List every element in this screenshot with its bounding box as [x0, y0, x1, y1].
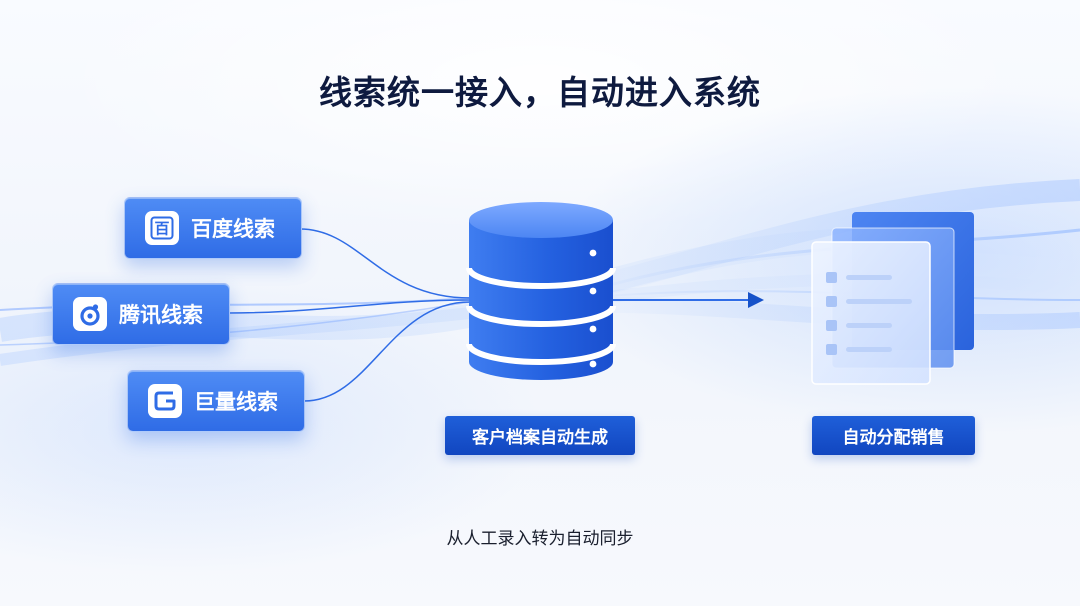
- connector-juliang: [303, 301, 471, 402]
- connector-tencent: [227, 299, 471, 314]
- source-card-juliang: 巨量线索: [127, 370, 305, 432]
- source-card-baidu: 百 百度线索: [124, 197, 302, 259]
- caption-text: 从人工录入转为自动同步: [446, 529, 634, 549]
- customer-profile-label: 客户档案自动生成: [445, 416, 635, 455]
- source-label-baidu: 百度线索: [191, 217, 275, 241]
- baidu-icon-glyph: 百: [154, 220, 169, 238]
- baidu-icon: 百: [145, 211, 179, 245]
- auto-assign-label: 自动分配销售: [812, 416, 975, 455]
- tencent-icon: [73, 297, 107, 331]
- source-label-tencent: 腾讯线索: [119, 303, 203, 327]
- source-label-juliang: 巨量线索: [194, 390, 278, 414]
- database-icon: [466, 202, 616, 380]
- document-stack-icon: [811, 212, 974, 385]
- arrow-right-icon: [612, 292, 764, 308]
- page-title: 线索统一接入，自动进入系统: [319, 73, 761, 112]
- source-card-tencent: 腾讯线索: [52, 283, 230, 345]
- juliang-icon: [148, 384, 182, 418]
- connector-baidu: [299, 228, 471, 299]
